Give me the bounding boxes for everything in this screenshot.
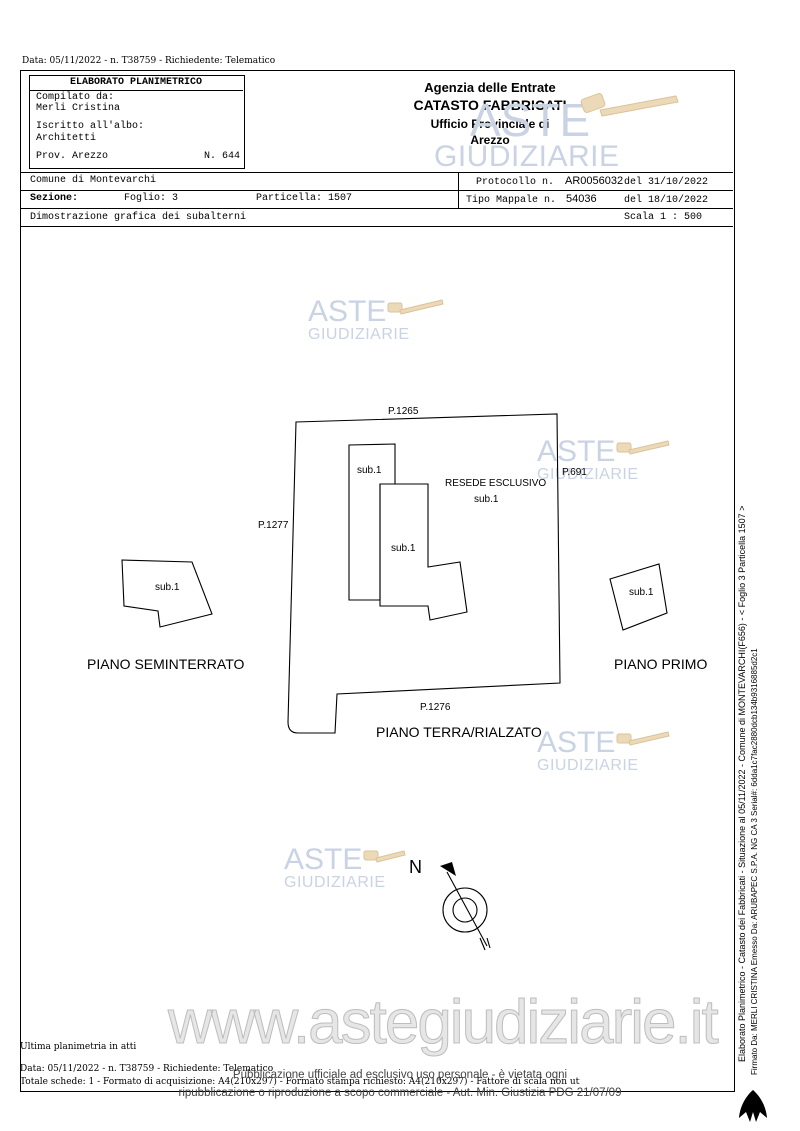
tipo-mappale-value: 54036 [566, 193, 597, 205]
piano-primo: PIANO PRIMO [614, 656, 708, 672]
signature-icon [739, 1090, 767, 1122]
label-p1276: P.1276 [420, 702, 451, 713]
elaborato-title: ELABORATO PLANIMETRICO [69, 77, 203, 88]
pubblicazione-line2: ripubblicazione o riproduzione a scopo c… [178, 1087, 622, 1099]
footer-totale-line: Totale schede: 1 - Formato di acquisizio… [20, 1077, 580, 1087]
tipo-mappale-label: Tipo Mappale n. [466, 195, 557, 206]
agency-line4: Arezzo [470, 133, 510, 147]
compilato-label: Compilato da: [36, 92, 115, 103]
scala-label: Scala 1 : 500 [624, 212, 703, 223]
protocollo-value: AR0056032 [565, 175, 624, 187]
label-sub1-b: sub.1 [391, 543, 416, 554]
dimostrazione-label: Dimostrazione grafica dei subalterni [30, 212, 247, 223]
label-sub1-semint: sub.1 [155, 582, 180, 593]
sub1-block-b [379, 483, 468, 621]
side-text-1: Elaborato Planimetrico - Catasto dei Fab… [737, 505, 747, 1062]
label-sub1-a: sub.1 [357, 465, 382, 476]
label-resede-sub: sub.1 [474, 494, 499, 505]
protocollo-date: del 31/10/2022 [624, 177, 709, 188]
ultima-planimetria: Ultima planimetria in atti [20, 1042, 137, 1052]
particella: Particella: 1507 [256, 193, 353, 204]
piano-terra: PIANO TERRA/RIALZATO [376, 724, 542, 740]
provincia: Prov. Arezzo [36, 151, 109, 162]
side-text-2: Firmato Da: MERLI CRISTINA Emesso Da: AR… [750, 648, 759, 1075]
sub1-primo [609, 563, 668, 631]
numero-albo: N. 644 [204, 151, 241, 162]
label-p691: P.691 [562, 467, 587, 478]
agency-line2: CATASTO FABBRICATI [413, 97, 567, 113]
foglio: Foglio: 3 [124, 193, 179, 204]
footer-date-line: Data: 05/11/2022 - n. T38759 - Richieden… [20, 1064, 274, 1074]
agency-line3: Ufficio Provinciale di [430, 117, 550, 131]
north-label: N [409, 857, 422, 877]
label-p1265: P.1265 [388, 406, 419, 417]
lot-outline [287, 413, 561, 734]
site-watermark: www.astegiudiziarie.it [168, 988, 720, 1058]
pubblicazione-line1: Pubblicazione ufficiale ad esclusivo uso… [232, 1069, 568, 1081]
label-resede: RESEDE ESCLUSIVO [445, 478, 547, 489]
label-p1277: P.1277 [258, 520, 289, 531]
document-frame [20, 70, 735, 1092]
compilato-value: Merli Cristina [36, 103, 121, 114]
sezione-label: Sezione: [30, 193, 79, 204]
piano-seminterrato: PIANO SEMINTERRATO [87, 656, 245, 672]
iscritto-label: Iscritto all'albo: [36, 121, 145, 132]
elaborato-box [29, 75, 245, 169]
label-sub1-primo: sub.1 [629, 587, 654, 598]
agency-line1: Agenzia delle Entrate [424, 80, 556, 95]
iscritto-value: Architetti [36, 133, 97, 144]
tipo-mappale-date: del 18/10/2022 [624, 195, 709, 206]
comune: Comune di Montevarchi [30, 175, 157, 186]
sub1-seminterrato [121, 559, 213, 628]
protocollo-label: Protocollo n. [476, 177, 555, 188]
header-date-line: Data: 05/11/2022 - n. T38759 - Richieden… [22, 56, 276, 66]
